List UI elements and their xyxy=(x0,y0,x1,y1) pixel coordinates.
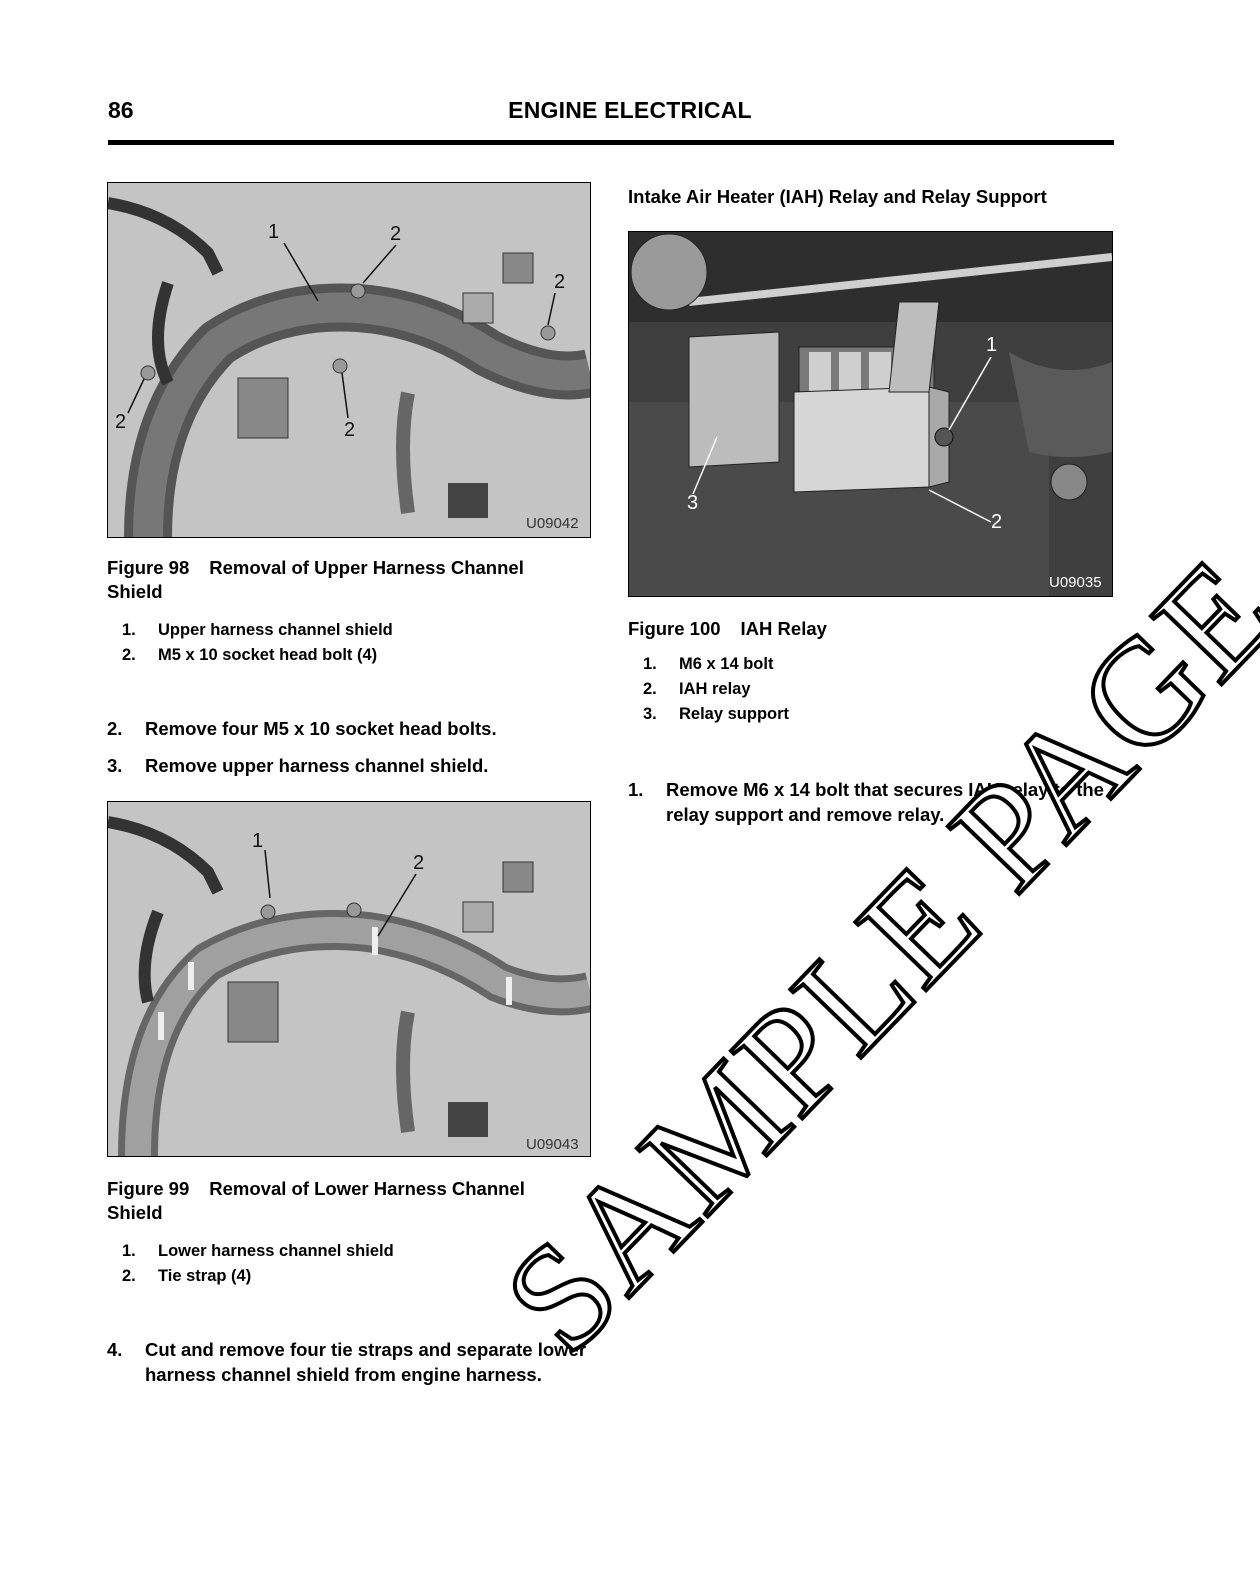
header-rule xyxy=(108,140,1114,145)
legend-item: 1. Upper harness channel shield xyxy=(122,618,393,643)
legend-text: M6 x 14 bolt xyxy=(679,655,774,673)
step-text: Remove upper harness channel shield. xyxy=(145,755,489,776)
figure-100-legend: 1. M6 x 14 bolt 2. IAH relay 3. Relay suppo… xyxy=(643,652,789,727)
figure-99-illustration: 1 2 U09043 xyxy=(107,801,591,1157)
callout-2: 2 xyxy=(115,411,127,433)
section-subheading: Intake Air Heater (IAH) Relay and Relay … xyxy=(628,186,1047,207)
caption-title-line2: Shield xyxy=(107,1202,163,1223)
figure-id: U09035 xyxy=(1049,574,1102,591)
legend-item: 2. M5 x 10 socket head bolt (4) xyxy=(122,643,393,668)
legend-index: 2. xyxy=(643,680,657,698)
legend-index: 2. xyxy=(122,1267,136,1285)
procedure-step: 4. Cut and remove four tie straps and sep… xyxy=(107,1337,607,1387)
legend-index: 3. xyxy=(643,705,657,723)
legend-item: 2. Tie strap (4) xyxy=(122,1264,394,1289)
legend-text: M5 x 10 socket head bolt (4) xyxy=(158,646,378,664)
step-text: Cut and remove four tie straps and separ… xyxy=(145,1339,587,1360)
caption-title: Removal of Lower Harness Channel xyxy=(209,1178,525,1199)
procedure-step: 2. Remove four M5 x 10 socket head bolts. xyxy=(107,716,597,741)
step-index: 3. xyxy=(107,755,123,776)
figure-100-illustration: 1 2 3 U09035 xyxy=(628,231,1113,597)
callout-3: 3 xyxy=(687,492,699,514)
callout-2: 2 xyxy=(344,419,356,441)
legend-item: 3. Relay support xyxy=(643,702,789,727)
step-text-continued: relay support and remove relay. xyxy=(666,804,945,825)
step-index: 2. xyxy=(107,718,123,739)
figure-98-legend: 1. Upper harness channel shield 2. M5 x 10… xyxy=(122,618,393,668)
figure-99-legend: 1. Lower harness channel shield 2. Tie str… xyxy=(122,1239,394,1289)
figure-id: U09042 xyxy=(526,515,579,532)
legend-item: 2. IAH relay xyxy=(643,677,789,702)
legend-text: IAH relay xyxy=(679,680,751,698)
callout-1: 1 xyxy=(252,830,264,852)
callout-1: 1 xyxy=(268,221,280,243)
step-text: Remove four M5 x 10 socket head bolts. xyxy=(145,718,497,739)
caption-title: Removal of Upper Harness Channel xyxy=(209,557,524,578)
caption-number: Figure 99 xyxy=(107,1178,190,1199)
figure-100-caption: Figure 100 IAH Relay xyxy=(628,617,1108,641)
legend-item: 1. M6 x 14 bolt xyxy=(643,652,789,677)
legend-text: Lower harness channel shield xyxy=(158,1242,394,1260)
procedure-step: 1. Remove M6 x 14 bolt that secures IAH r… xyxy=(628,777,1128,827)
step-index: 1. xyxy=(628,779,644,800)
figure-98-caption: Figure 98 Removal of Upper Harness Channe… xyxy=(107,556,597,604)
legend-text: Relay support xyxy=(679,705,790,723)
callout-2: 2 xyxy=(554,271,566,293)
legend-text: Tie strap (4) xyxy=(158,1267,252,1285)
figure-98-illustration: 1 2 2 2 2 U09042 xyxy=(107,182,591,538)
step-text: Remove M6 x 14 bolt that secures IAH rel… xyxy=(666,779,1104,800)
legend-text: Upper harness channel shield xyxy=(158,621,393,639)
page-number: 86 xyxy=(108,97,134,123)
caption-number: Figure 98 xyxy=(107,557,190,578)
legend-item: 1. Lower harness channel shield xyxy=(122,1239,394,1264)
procedure-step: 3. Remove upper harness channel shield. xyxy=(107,753,597,778)
legend-index: 1. xyxy=(122,1242,136,1260)
step-index: 4. xyxy=(107,1339,123,1360)
legend-index: 2. xyxy=(122,646,136,664)
callout-2: 2 xyxy=(413,852,425,874)
section-title: ENGINE ELECTRICAL xyxy=(508,97,752,123)
caption-number: Figure 100 xyxy=(628,618,721,639)
figure-id: U09043 xyxy=(526,1136,579,1153)
caption-title-line2: Shield xyxy=(107,581,163,602)
step-text-continued: harness channel shield from engine harne… xyxy=(145,1364,542,1385)
callout-2: 2 xyxy=(390,223,402,245)
figure-99-caption: Figure 99 Removal of Lower Harness Channe… xyxy=(107,1177,597,1225)
legend-index: 1. xyxy=(122,621,136,639)
caption-title: IAH Relay xyxy=(740,618,827,639)
callout-2: 2 xyxy=(991,511,1003,533)
legend-index: 1. xyxy=(643,655,657,673)
callout-1: 1 xyxy=(986,334,998,356)
